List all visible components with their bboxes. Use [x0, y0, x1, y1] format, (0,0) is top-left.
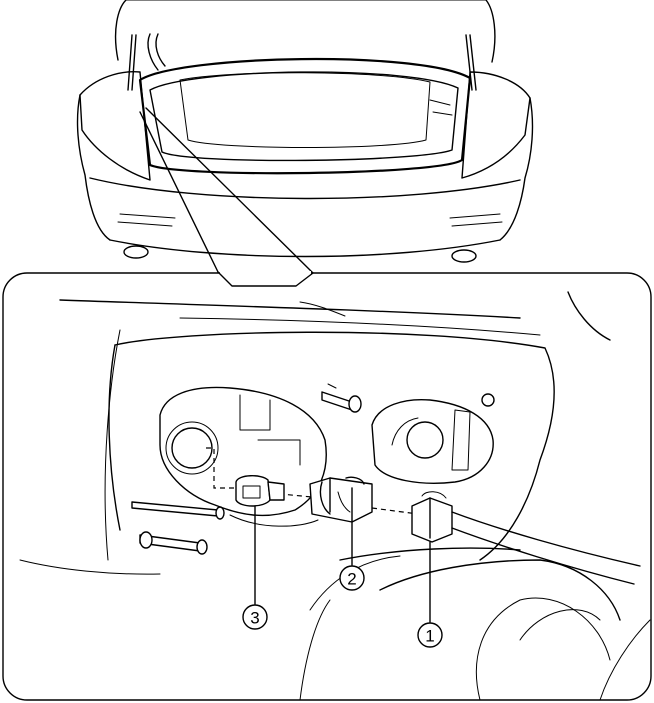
socket-connector [411, 491, 641, 585]
detail-illustration [19, 291, 651, 701]
right-tail-light [461, 71, 531, 179]
left-tail-light [79, 71, 151, 181]
right-exhaust [451, 249, 477, 263]
trunk-opening [138, 57, 472, 175]
trunk-lid [114, 0, 496, 63]
bulb-holder [309, 476, 373, 523]
callout-2: 2 [339, 521, 365, 591]
zoom-indicator [139, 107, 314, 274]
wedge-bulb [235, 475, 285, 507]
callout-2-label: 2 [347, 570, 356, 589]
bulb-opening [171, 427, 213, 469]
left-strut [127, 34, 137, 91]
callout-3: 3 [242, 505, 268, 630]
left-socket-housing [159, 386, 327, 517]
assembly-line-c [371, 507, 419, 515]
callout-1: 1 [417, 541, 443, 648]
wiring-harness [451, 511, 641, 585]
assembly-line-b [269, 492, 313, 498]
rear-panel-opening [114, 331, 555, 561]
rear-bumper [89, 177, 521, 200]
mounting-stud-top [321, 383, 362, 413]
right-socket-housing [371, 398, 494, 484]
left-exhaust [123, 245, 149, 259]
callout-3-label: 3 [250, 609, 259, 628]
car-rear-illustration [76, 0, 534, 263]
right-strut [465, 34, 477, 91]
mounting-studs-left [131, 501, 225, 555]
assembly-line-a [206, 447, 236, 489]
callout-1-label: 1 [425, 627, 434, 646]
